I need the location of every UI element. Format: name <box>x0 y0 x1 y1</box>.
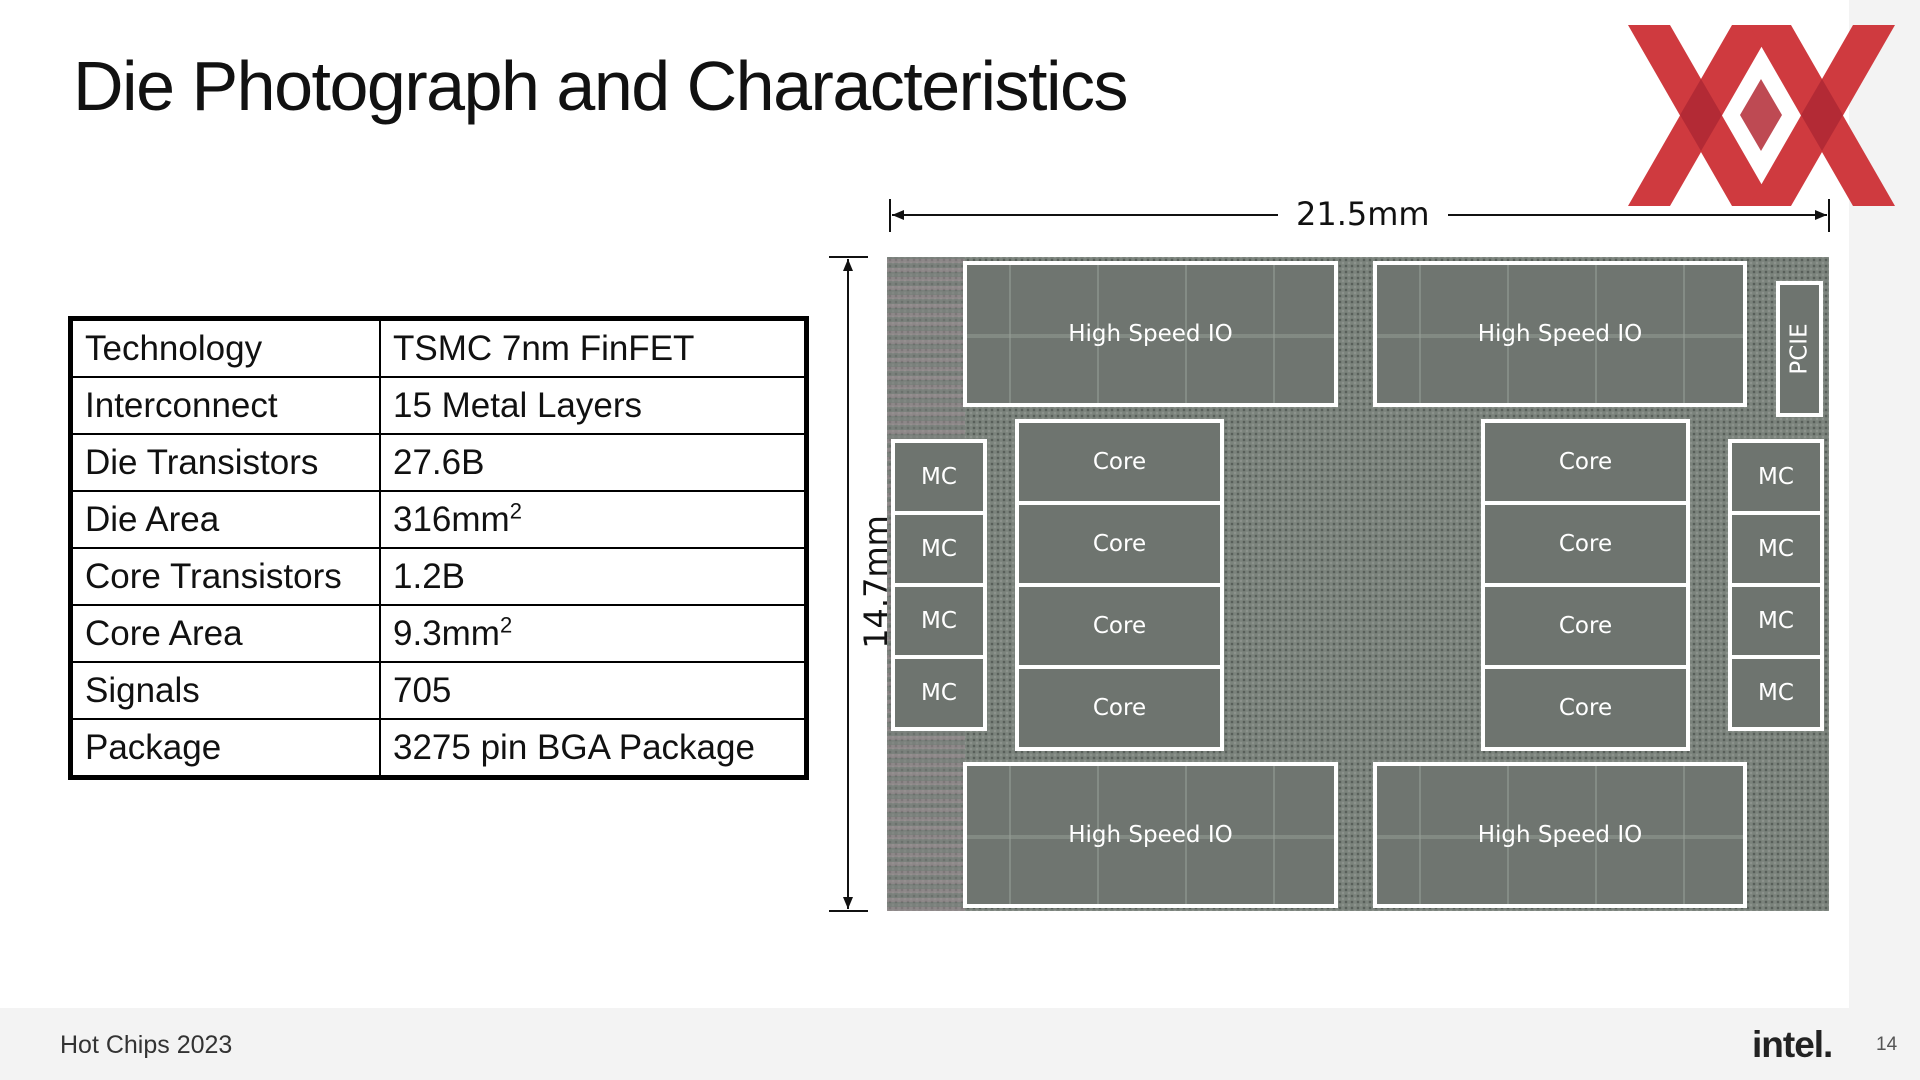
spec-label: Interconnect <box>69 376 381 435</box>
mc-block: MC <box>891 583 987 659</box>
block-label: High Speed IO <box>1477 321 1643 347</box>
spec-value-text: 705 <box>393 670 452 710</box>
block-label: Core <box>1092 531 1147 557</box>
footer-event: Hot Chips 2023 <box>60 1031 233 1059</box>
high-speed-io-block: High Speed IO <box>1373 261 1747 407</box>
spec-value-superscript: 2 <box>509 497 522 523</box>
block-label: MC <box>1758 464 1794 490</box>
mc-block: MC <box>1728 439 1824 515</box>
core-block: Core <box>1481 501 1690 587</box>
spec-row: Technology TSMC 7nm FinFET <box>69 317 808 378</box>
block-label: Core <box>1558 449 1613 475</box>
spec-value-superscript: 2 <box>499 611 513 637</box>
block-label: MC <box>1758 536 1794 562</box>
mc-block: MC <box>1728 511 1824 587</box>
block-label: MC <box>1758 608 1794 634</box>
core-block: Core <box>1015 583 1224 669</box>
block-label: Core <box>1558 695 1613 721</box>
spec-label: Core Transistors <box>69 547 381 606</box>
block-label: PCIE <box>1786 323 1813 375</box>
pcie-block: PCIE <box>1776 281 1823 417</box>
spec-table: Technology TSMC 7nm FinFET Interconnect 15 … <box>68 316 809 780</box>
die-width-label: 21.5mm <box>1278 195 1448 233</box>
mc-block: MC <box>1728 583 1824 659</box>
die-photo: High Speed IO High Speed IO High Speed I… <box>887 257 1829 911</box>
spec-value-text: 9.3mm <box>393 613 500 653</box>
spec-label: Die Area <box>69 490 381 549</box>
block-label: Core <box>1092 613 1147 639</box>
page-number: 14 <box>1876 1034 1898 1055</box>
core-block: Core <box>1481 665 1690 751</box>
core-block: Core <box>1481 583 1690 669</box>
block-label: High Speed IO <box>1068 822 1233 848</box>
block-label: High Speed IO <box>1068 321 1233 347</box>
block-label: Core <box>1092 695 1147 721</box>
block-label: MC <box>921 680 957 706</box>
block-label: MC <box>1758 680 1794 706</box>
spec-label: Core Area <box>69 604 381 663</box>
spec-label: Technology <box>69 317 381 378</box>
spec-value: 1.2B <box>379 547 808 606</box>
spec-value-text: 3275 pin BGA Package <box>393 727 755 767</box>
spec-label: Signals <box>69 661 381 720</box>
spec-row: Signals 705 <box>69 661 808 720</box>
block-label: Core <box>1092 449 1147 475</box>
core-block: Core <box>1015 419 1224 505</box>
spec-value: 27.6B <box>379 433 808 492</box>
spec-value: 9.3mm2 <box>379 604 808 663</box>
block-label: Core <box>1558 613 1613 639</box>
mc-block: MC <box>1728 655 1824 731</box>
spec-value-text: 1.2B <box>393 556 465 596</box>
xx-logo-icon <box>1628 25 1895 206</box>
slide: Die Photograph and Characteristics Techn… <box>0 0 1895 1008</box>
mc-block: MC <box>891 655 987 731</box>
mc-block: MC <box>891 439 987 515</box>
spec-value: 705 <box>379 661 808 720</box>
block-label: High Speed IO <box>1477 822 1643 848</box>
block-label: Core <box>1558 531 1613 557</box>
spec-row: Package 3275 pin BGA Package <box>69 718 808 779</box>
spec-row: Core Transistors 1.2B <box>69 547 808 606</box>
spec-value-text: 27.6B <box>393 442 485 482</box>
spec-value-text: 316mm <box>393 499 510 539</box>
block-label: MC <box>921 536 957 562</box>
spec-row: Interconnect 15 Metal Layers <box>69 376 808 435</box>
spec-value: 316mm2 <box>379 490 808 549</box>
spec-row: Die Transistors 27.6B <box>69 433 808 492</box>
block-label: MC <box>921 464 957 490</box>
high-speed-io-block: High Speed IO <box>963 762 1338 908</box>
mc-block: MC <box>891 511 987 587</box>
intel-logo: intel. <box>1752 1024 1833 1065</box>
core-block: Core <box>1481 419 1690 505</box>
block-label: MC <box>921 608 957 634</box>
spec-value: 3275 pin BGA Package <box>379 718 808 779</box>
spec-value-text: 15 Metal Layers <box>393 385 643 425</box>
page-title: Die Photograph and Characteristics <box>73 47 1129 125</box>
spec-label: Package <box>69 718 381 779</box>
core-block: Core <box>1015 501 1224 587</box>
high-speed-io-block: High Speed IO <box>1373 762 1747 908</box>
spec-label: Die Transistors <box>69 433 381 492</box>
core-block: Core <box>1015 665 1224 751</box>
high-speed-io-block: High Speed IO <box>963 261 1338 407</box>
spec-value-text: TSMC 7nm FinFET <box>393 328 695 368</box>
spec-value: 15 Metal Layers <box>379 376 808 435</box>
spec-value: TSMC 7nm FinFET <box>379 317 808 378</box>
